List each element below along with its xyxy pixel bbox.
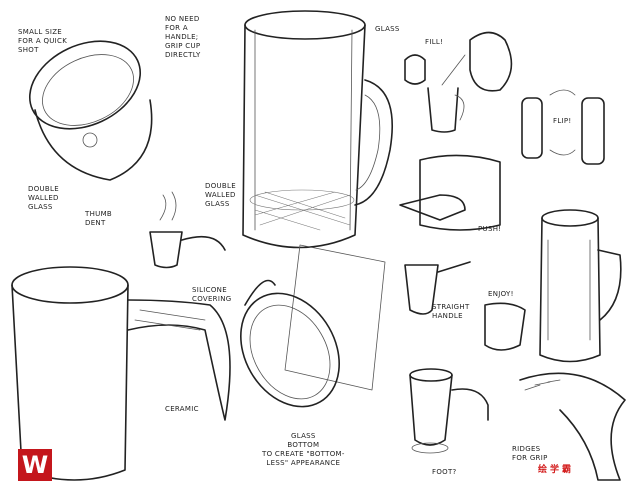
ceramic-mug-sketch <box>11 266 231 481</box>
label-small-size: SMALL SIZE FOR A QUICK SHOT <box>18 28 68 54</box>
small-cup-sketch <box>149 191 226 269</box>
footed-cup-sketch <box>409 368 489 454</box>
bottle-sketch <box>539 209 622 363</box>
label-enjoy: ENJOY! <box>488 290 514 298</box>
label-double-walled-2: DOUBLE WALLED GLASS <box>205 182 236 208</box>
label-no-handle: NO NEED FOR A HANDLE; GRIP CUP DIRECTLY <box>165 15 201 59</box>
label-silicone: SILICONE COVERING <box>192 286 232 303</box>
label-ceramic: CERAMIC <box>165 405 199 413</box>
label-flip: FLIP! <box>553 117 572 125</box>
bottomless-mug-sketch <box>240 244 386 408</box>
fill-flip-sequence <box>404 31 605 165</box>
label-ridges: RIDGES FOR GRIP <box>512 445 548 462</box>
label-straight-handle: STRAIGHT HANDLE <box>432 303 470 320</box>
label-fill: FILL! <box>425 38 444 46</box>
label-glass: GLASS <box>375 25 400 33</box>
shot-cup-sketch <box>28 40 153 181</box>
label-push: PUSH! <box>478 225 502 233</box>
brand-logo: W <box>18 449 52 481</box>
label-thumb-dent: THUMB DENT <box>85 210 113 227</box>
label-glass-bottom: GLASS BOTTOM TO CREATE "BOTTOM- LESS" AP… <box>262 432 345 467</box>
glass-mug-sketch <box>242 10 393 249</box>
label-double-walled-1: DOUBLE WALLED GLASS <box>28 185 59 211</box>
watermark: 绘学霸 <box>538 465 575 475</box>
label-foot: FOOT? <box>432 468 457 476</box>
push-button-sketch <box>399 154 501 231</box>
straight-handle-cup-sketch <box>404 261 526 351</box>
ridged-handle-sketch <box>519 372 626 481</box>
